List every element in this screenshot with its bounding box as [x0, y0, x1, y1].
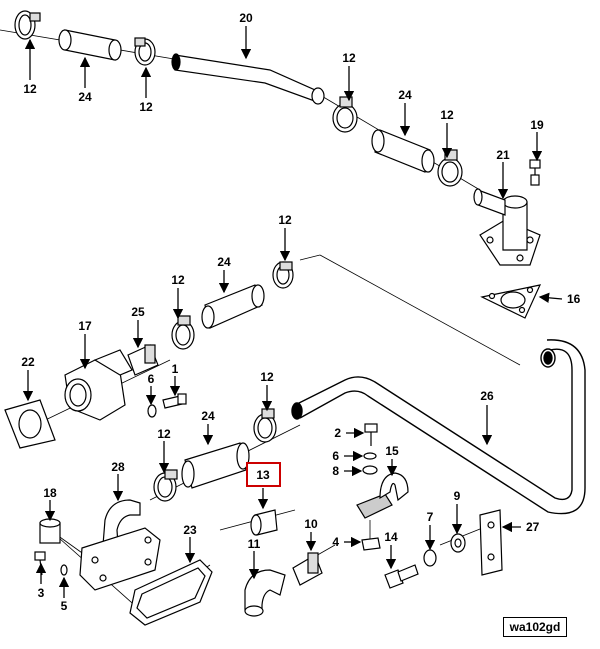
callout-label: 7 [427, 510, 434, 524]
callout-label: 27 [526, 520, 540, 534]
callout-label: 24 [201, 409, 215, 423]
callout-arrows [22, 26, 563, 598]
clamp-mid-upper [272, 261, 294, 289]
clamp-low-1 [253, 408, 277, 443]
callout-label: 1 [172, 362, 179, 376]
callout-label: 22 [21, 355, 35, 369]
bolt-1 [162, 393, 187, 409]
callout-label: 14 [384, 530, 398, 544]
nut-4 [361, 537, 381, 551]
callout-label: 4 [332, 535, 339, 549]
callout-label: 26 [480, 389, 494, 403]
callout-label: 12 [23, 82, 37, 96]
long-pipe-26 [291, 339, 586, 515]
callout-label-13: 13 [256, 468, 270, 482]
flange-plate [79, 527, 161, 591]
callout-label: 3 [38, 586, 45, 600]
callout-label: 12 [342, 51, 356, 65]
callout-label: 2 [334, 426, 341, 440]
washer-8 [362, 465, 378, 475]
callout-label: 21 [496, 148, 510, 162]
callout-label: 12 [157, 427, 171, 441]
callout-label: 24 [217, 255, 231, 269]
gasket-23 [129, 559, 213, 626]
callout-label: 23 [183, 523, 197, 537]
callout-label: 5 [61, 599, 68, 613]
callout-label: 24 [78, 90, 92, 104]
gasket-16 [480, 284, 542, 319]
hose-sleeve-right [371, 129, 435, 173]
washer-6b [363, 452, 377, 460]
coupling-10 [292, 552, 323, 586]
callout-label: 12 [171, 273, 185, 287]
hose-sleeve-low [181, 442, 250, 489]
callout-label: 11 [248, 537, 261, 551]
callout-label: 12 [260, 370, 274, 384]
callout-label: 12 [278, 213, 292, 227]
sleeve-18 [39, 518, 61, 544]
washer-5 [60, 564, 68, 576]
reference-code: wa102gd [503, 617, 567, 637]
clamp-mid-right-1 [332, 96, 358, 133]
gasket-22 [4, 399, 56, 449]
bracket-27 [479, 509, 503, 576]
callout-label: 10 [304, 517, 318, 531]
bracket-15 [356, 472, 409, 519]
callout-label: 6 [332, 449, 339, 463]
bolt-3 [34, 551, 46, 576]
callout-label: 19 [530, 118, 544, 132]
callout-label: 18 [43, 486, 57, 500]
callout-label: 15 [385, 444, 399, 458]
callout-label: 9 [454, 489, 461, 503]
washer-6a [147, 404, 157, 418]
washer-9 [450, 533, 466, 553]
thermostat-housing-17 [64, 349, 133, 421]
callout-labels: 12 24 12 20 12 24 12 19 21 16 12 24 12 2… [21, 11, 580, 613]
bent-tube-20 [171, 53, 325, 105]
highlighted-callout-13[interactable]: 13 [246, 462, 281, 487]
callout-label: 8 [332, 464, 339, 478]
callout-label: 25 [131, 305, 145, 319]
hose-sleeve-mid [201, 284, 265, 329]
clamp-low-2 [153, 469, 178, 502]
highlight-box [246, 462, 281, 487]
sleeve-13 [250, 509, 278, 536]
callout-label: 20 [239, 11, 253, 25]
clamp-mid-left [171, 315, 195, 350]
clamp-top-2 [134, 37, 156, 66]
callout-label: 12 [440, 108, 454, 122]
outlet-elbow-21 [473, 188, 541, 266]
washer-7 [423, 549, 437, 567]
elbow-hose-11 [244, 569, 286, 617]
screw-19 [529, 159, 541, 186]
clamp-mid-right-2 [437, 149, 463, 187]
callout-label: 12 [139, 100, 153, 114]
bolt-14 [384, 564, 419, 589]
hose-sleeve-top [58, 29, 122, 61]
callout-label: 17 [78, 319, 92, 333]
callout-label: 16 [567, 292, 581, 306]
callout-label: 28 [111, 460, 125, 474]
clamp-top-left [14, 10, 41, 40]
callout-label: 24 [398, 88, 412, 102]
nipple-25 [127, 344, 159, 376]
screw-2 [364, 423, 378, 446]
callout-label: 6 [148, 372, 155, 386]
